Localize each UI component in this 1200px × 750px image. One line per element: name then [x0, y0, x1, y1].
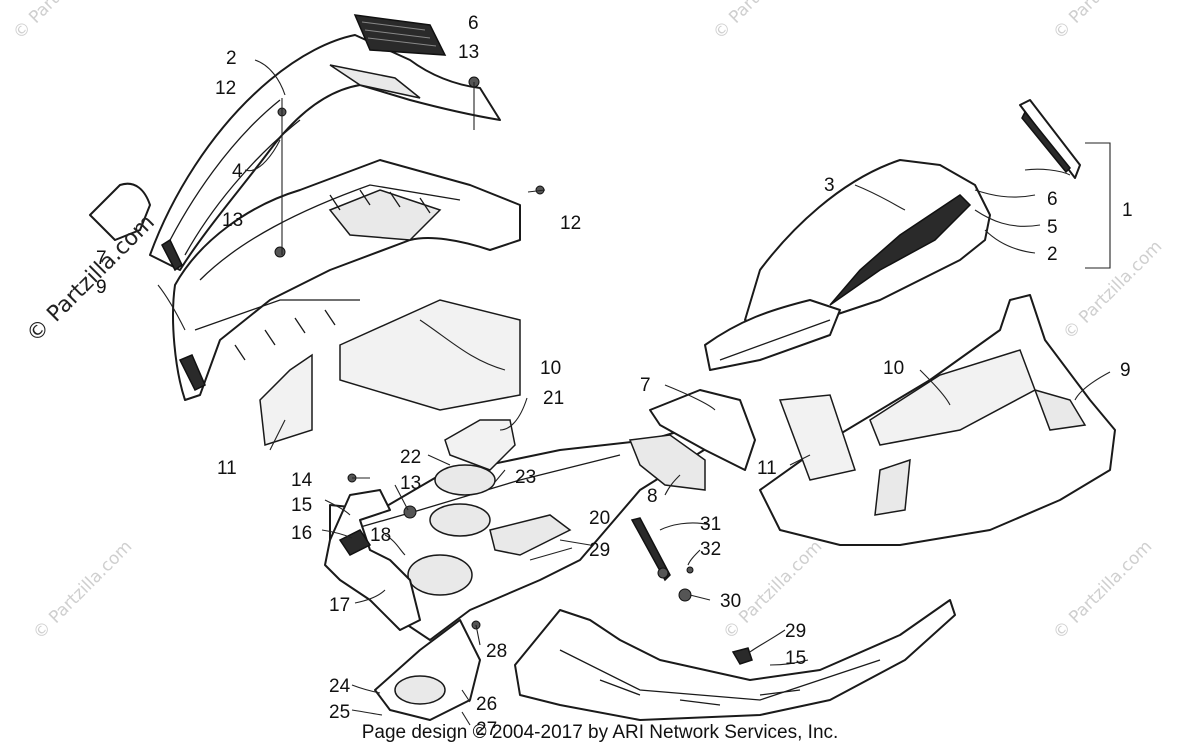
intake-grille-top	[353, 14, 447, 56]
lower-nose	[374, 619, 481, 721]
callout-13: 13	[222, 210, 243, 231]
callout-3: 3	[824, 175, 835, 196]
foam-pad-small-left	[259, 353, 313, 446]
watermark: © Partzilla.com	[1049, 0, 1156, 44]
callout-30: 30	[720, 591, 741, 612]
callout-26: 27	[476, 719, 497, 740]
callout-14: 14	[291, 470, 313, 491]
callout-labels: 2 12 6 13 4 13 12 7 9 10 11 21 22 13 23 …	[96, 13, 1133, 740]
foam-pad-right	[869, 349, 1036, 446]
hood-strut	[630, 517, 692, 602]
callout-11: 11	[217, 458, 237, 479]
callout-17: 17	[329, 595, 350, 616]
hood-upper-panel	[149, 34, 501, 272]
callout-20: 21	[543, 388, 564, 409]
callout-19: 20	[589, 508, 610, 529]
side-rail-right	[514, 599, 956, 721]
nose-pan-left	[172, 159, 521, 401]
callout-13: 13	[458, 42, 479, 63]
watermark: © Partzilla.com	[29, 537, 136, 644]
callout-21: 22	[400, 447, 421, 468]
callout-6: 6	[468, 13, 479, 34]
callout-27: 28	[486, 641, 507, 662]
callout-9: 9	[96, 277, 107, 298]
callout-7: 7	[640, 375, 651, 396]
callout-25: 26	[476, 694, 497, 715]
callout-32: 32	[700, 539, 721, 560]
plate-19	[489, 514, 572, 556]
watermark: © Partzilla.com	[1049, 537, 1156, 644]
callout-16: 16	[291, 523, 312, 544]
vent-cover-8	[628, 434, 706, 491]
callout-15: 15	[785, 648, 806, 669]
scoop-center-7	[649, 389, 756, 471]
callout-31: 31	[700, 514, 721, 535]
callout-1: 1	[1122, 200, 1133, 221]
callout-10: 10	[883, 358, 904, 379]
callout-11: 11	[757, 458, 777, 479]
callout-4: 4	[232, 161, 243, 182]
gasket-20	[444, 419, 516, 471]
bracket-29	[731, 647, 753, 665]
watermark: © Partzilla.com	[1059, 237, 1166, 344]
callout-9: 9	[1120, 360, 1131, 381]
side-scoop-left	[89, 182, 151, 241]
callout-10: 10	[540, 358, 561, 379]
leader-lines	[157, 59, 1111, 726]
callout-12: 12	[215, 78, 236, 99]
callout-18: 18	[370, 525, 391, 546]
foam-pad-small-right	[778, 394, 856, 481]
callout-6: 6	[1047, 189, 1058, 210]
callout-28: 29	[589, 540, 610, 561]
watermark: © Partzilla.com	[709, 0, 816, 44]
trim-strip-right	[1019, 99, 1081, 179]
callout-15: 15	[291, 495, 312, 516]
watermark: © Partzilla.com	[9, 0, 116, 44]
callout-22: 23	[515, 467, 536, 488]
copyright-footer: Page design © 2004-2017 by ARI Network S…	[361, 722, 839, 743]
callout-29: 29	[785, 621, 806, 642]
callout-7: 7	[96, 248, 107, 269]
foam-pad-left	[339, 299, 521, 411]
callout-23: 24	[329, 676, 351, 697]
callout-8: 8	[647, 486, 658, 507]
hood-assembly-right	[704, 159, 991, 371]
callout-24: 25	[329, 702, 350, 723]
callout-2: 2	[1047, 244, 1058, 265]
callout-13: 13	[400, 473, 421, 494]
callout-12: 12	[560, 213, 581, 234]
callout-2: 2	[226, 48, 237, 69]
callout-5: 5	[1047, 217, 1058, 238]
